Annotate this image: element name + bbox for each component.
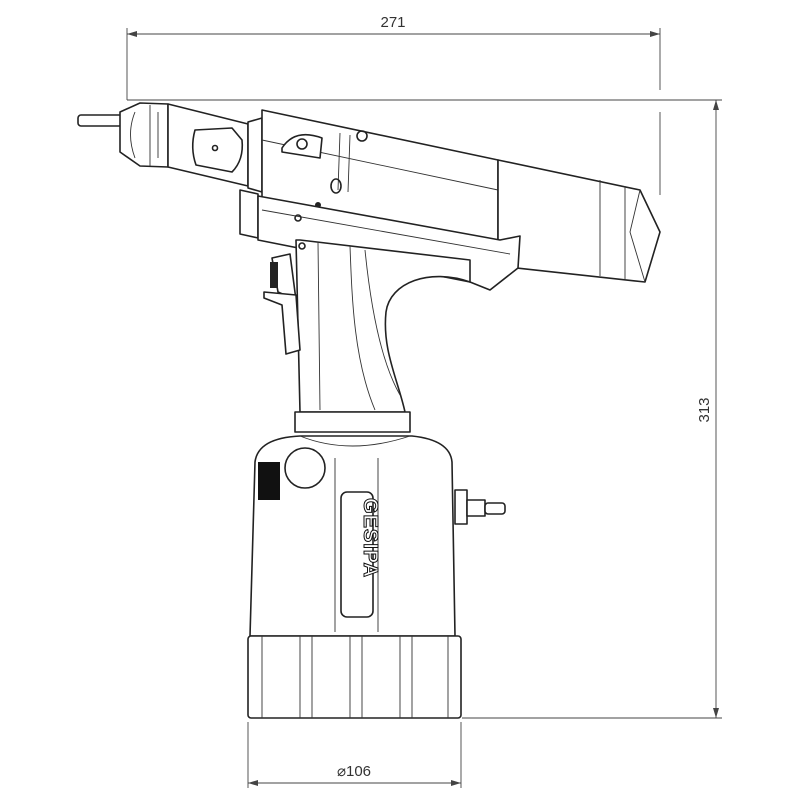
handle	[295, 239, 471, 413]
collar	[294, 411, 411, 433]
air-fitting	[454, 489, 506, 525]
label-plate	[258, 462, 280, 500]
oil-plug	[284, 447, 326, 489]
trigger	[263, 253, 301, 355]
brand-logo: GESIPA	[340, 491, 382, 618]
length-label: 271	[380, 14, 405, 31]
nose-assembly	[77, 102, 263, 193]
length-dimension: 271	[126, 14, 661, 100]
diameter-dimension: ⌀106	[247, 722, 462, 788]
height-dimension: 313	[127, 99, 722, 719]
bottom-ring	[247, 635, 462, 719]
base-body: GESIPA	[249, 435, 456, 637]
upper-housing	[261, 109, 661, 283]
diameter-label: ⌀106	[337, 763, 371, 780]
height-label: 313	[696, 397, 713, 422]
svg-text:GESIPA: GESIPA	[359, 498, 381, 578]
